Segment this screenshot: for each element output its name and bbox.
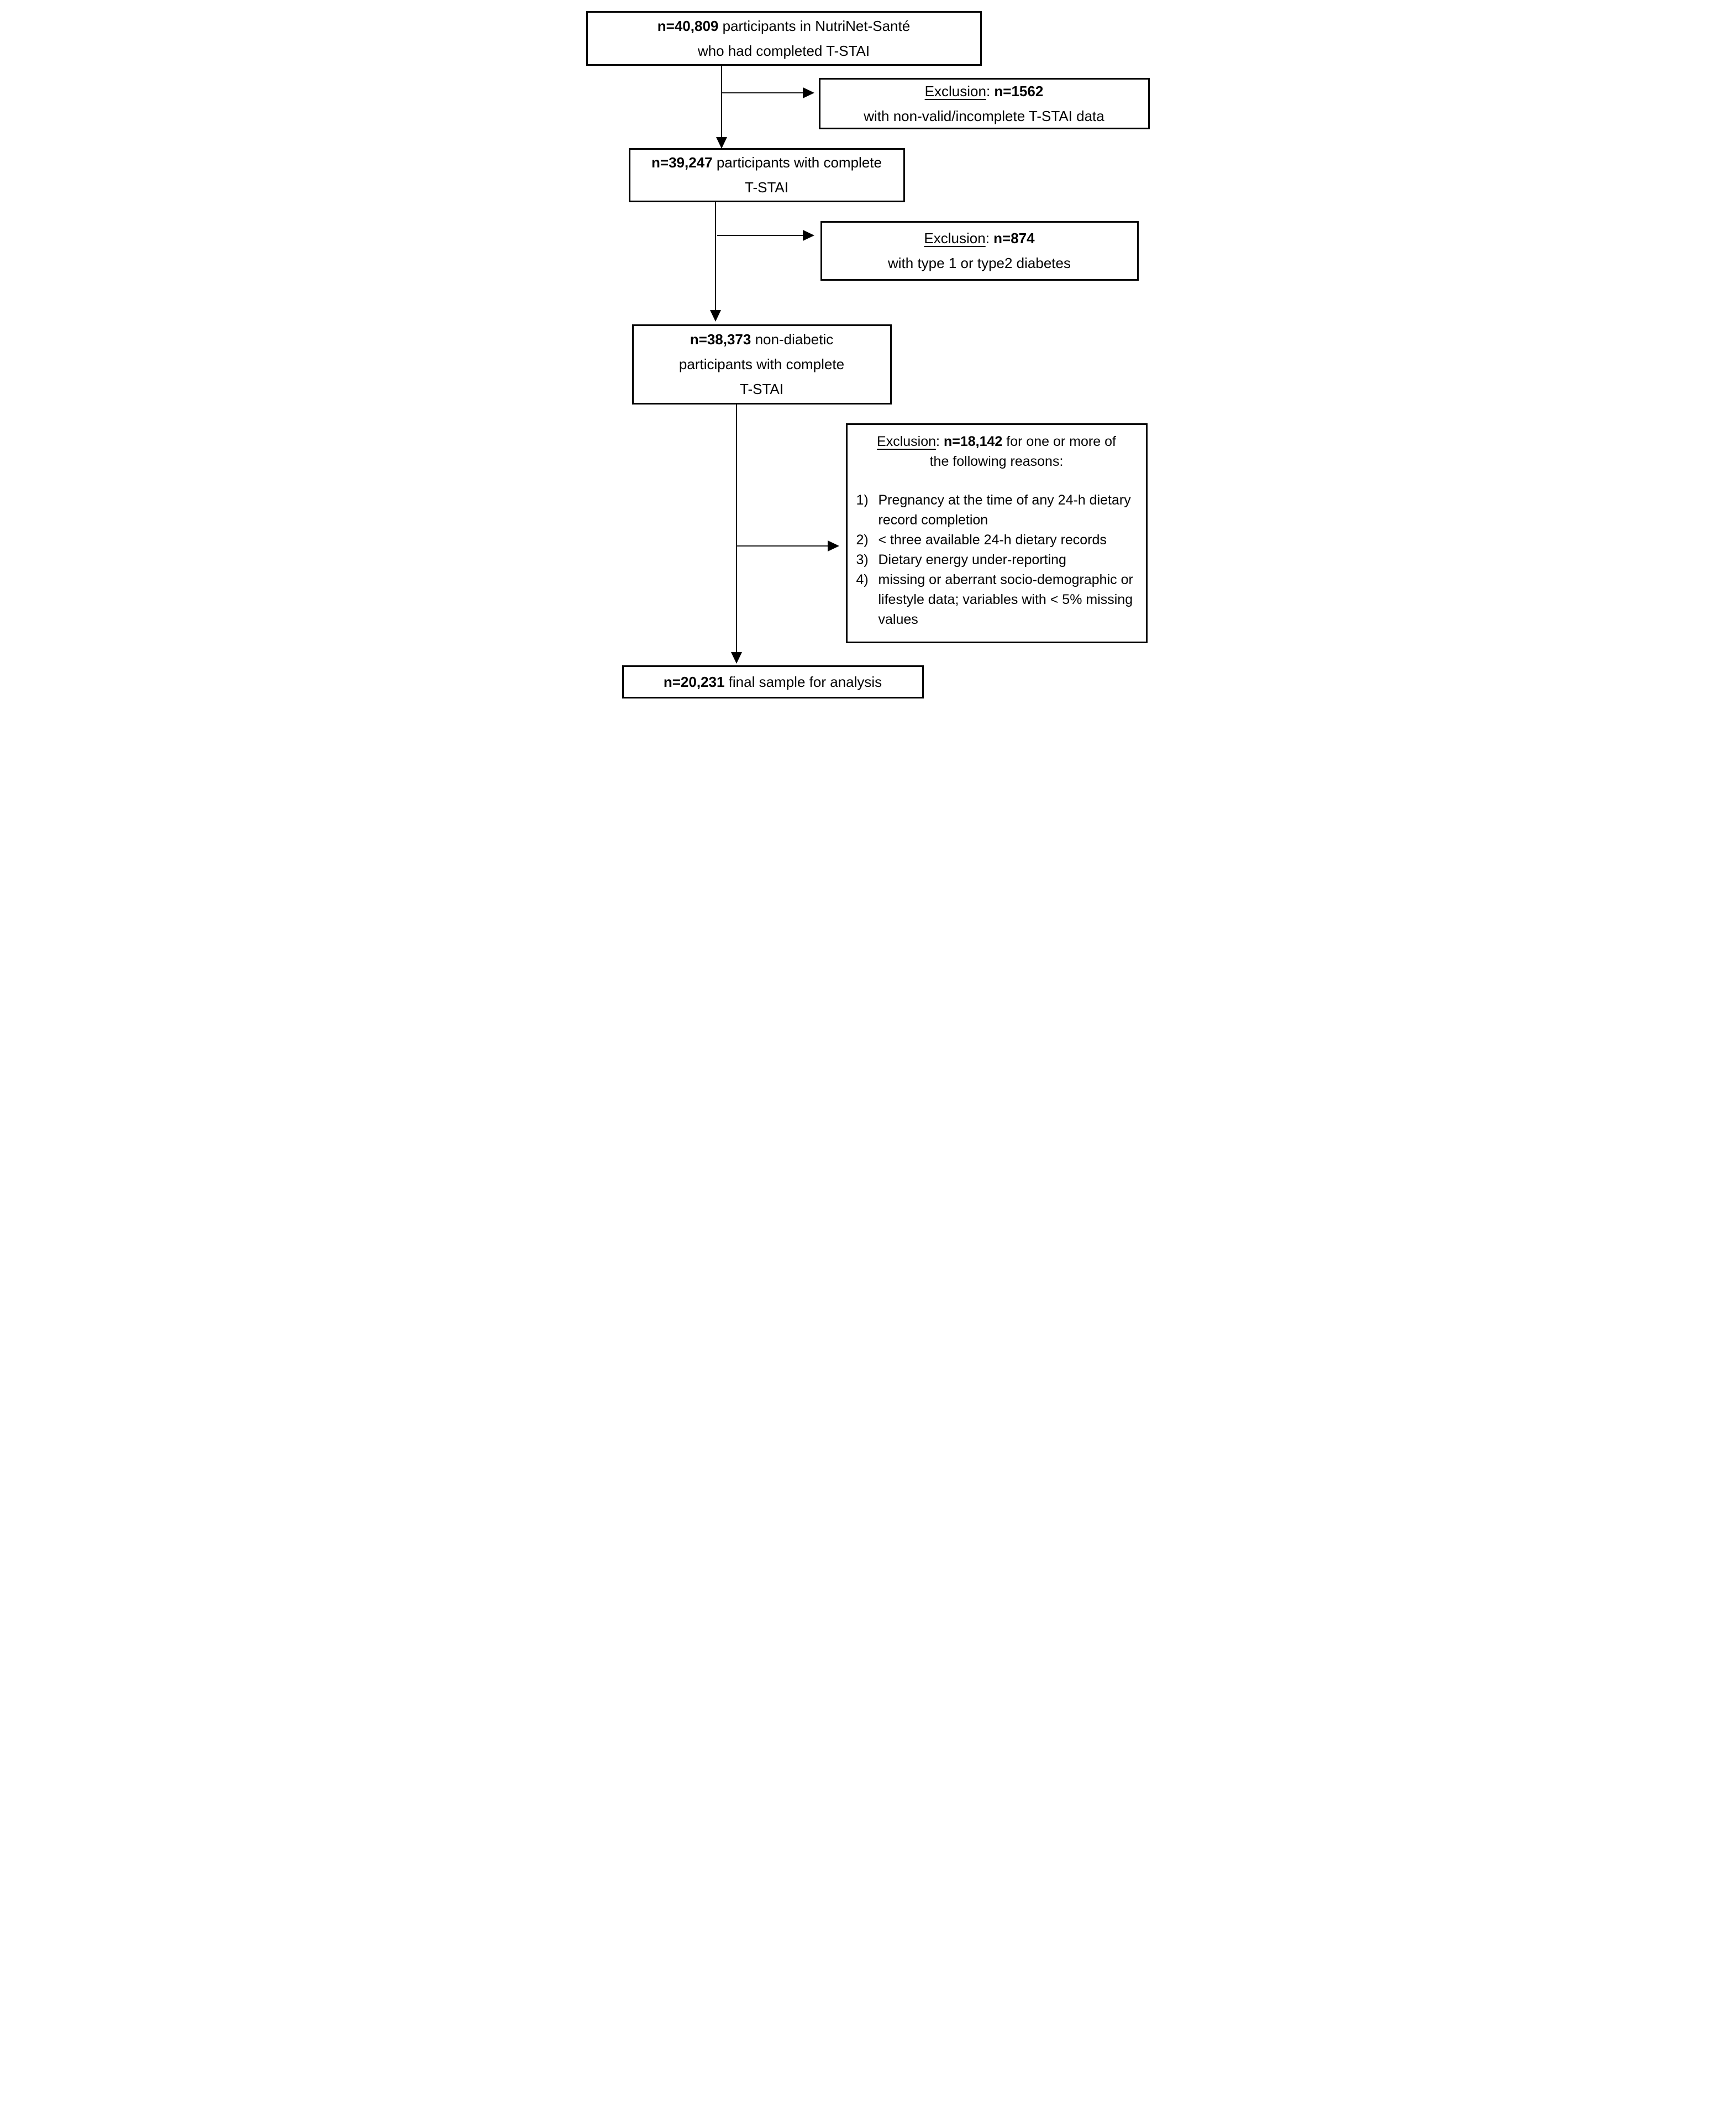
final-line-rest: final sample for analysis (724, 673, 882, 690)
reason-4-number: 4) (856, 572, 869, 587)
flow-box-final-sample: n=20,231 final sample for analysis (622, 665, 924, 698)
exclusion2-n-value: n=874 (993, 230, 1035, 247)
arrow-right-2-head (802, 230, 814, 241)
arrow-down-2-line (714, 202, 716, 311)
flow-box-complete-tstai: n=39,247 participants with complete T-ST… (628, 148, 905, 202)
box3-line1: n=38,373 non-diabetic (690, 327, 833, 352)
exclusion3-header-rest: for one or more of (1002, 434, 1116, 449)
reason-item-4: 4) missing or aberrant socio-demographic… (854, 570, 1139, 629)
flow-box-total-participants: n=40,809 participants in NutriNet-Santé … (586, 11, 982, 66)
exclusion3-header-line1: Exclusion: n=18,142 for one or more of (877, 432, 1116, 451)
exclusion1-sep: : (986, 82, 995, 99)
reason-4-text: missing or aberrant socio-demographic or… (878, 572, 1133, 627)
exclusion1-line2: with non-valid/incomplete T-STAI data (864, 107, 1104, 124)
reason-item-1: 1) Pregnancy at the time of any 24-h die… (854, 490, 1139, 530)
reason-3-number: 3) (856, 552, 869, 568)
exclusion2-line2: with type 1 or type2 diabetes (888, 255, 1071, 271)
box3-line3: T-STAI (740, 380, 783, 397)
exclusion2-label: Exclusion (924, 230, 986, 247)
arrow-down-1-line (720, 66, 722, 138)
arrow-right-3-head (827, 540, 839, 551)
exclusion1-label: Exclusion (924, 82, 986, 99)
box2-line1: n=39,247 participants with complete (651, 150, 882, 175)
reason-2-text: < three available 24-h dietary records (878, 532, 1107, 548)
box2-line1-rest: participants with complete (712, 154, 882, 171)
box3-line2: participants with complete (678, 356, 845, 373)
exclusion1-n-value: n=1562 (994, 82, 1044, 99)
final-box-line: n=20,231 final sample for analysis (664, 670, 882, 695)
box3-n-value: n=38,373 (690, 331, 751, 348)
box1-line2: who had completed T-STAI (697, 42, 870, 59)
arrow-down-1-head (716, 137, 727, 149)
arrow-right-3-line (736, 545, 828, 547)
arrow-right-1-head (802, 87, 814, 98)
box1-line1-rest: participants in NutriNet-Santé (718, 17, 911, 34)
exclusion-box-3: Exclusion: n=18,142 for one or more of t… (845, 423, 1148, 643)
reason-2-number: 2) (856, 532, 869, 548)
box1-n-value: n=40,809 (657, 17, 719, 34)
reason-item-3: 3) Dietary energy under-reporting (854, 550, 1139, 570)
box2-line2: T-STAI (745, 179, 788, 196)
arrow-down-2-head (709, 310, 721, 322)
box3-line1-rest: non-diabetic (751, 331, 834, 348)
exclusion3-n-value: n=18,142 (943, 434, 1003, 449)
arrow-down-3-head (730, 652, 742, 664)
box2-n-value: n=39,247 (651, 154, 713, 171)
exclusion-box-2: Exclusion: n=874 with type 1 or type2 di… (820, 221, 1139, 281)
arrow-right-1-line (721, 92, 803, 93)
exclusion2-line1: Exclusion: n=874 (924, 226, 1034, 251)
arrow-down-3-line (735, 405, 737, 652)
final-n-value: n=20,231 (663, 673, 725, 690)
exclusion3-header-line2: the following reasons: (929, 454, 1064, 469)
reason-3-text: Dietary energy under-reporting (878, 552, 1066, 568)
exclusion1-line1: Exclusion: n=1562 (925, 79, 1044, 104)
exclusion-box-1: Exclusion: n=1562 with non-valid/incompl… (818, 78, 1150, 129)
reason-item-2: 2) < three available 24-h dietary record… (854, 530, 1139, 550)
reason-1-number: 1) (856, 492, 869, 508)
participant-flow-diagram: n=40,809 participants in NutriNet-Santé … (578, 0, 1158, 706)
arrow-right-2-line (717, 235, 803, 236)
exclusion3-sep: : (936, 434, 944, 449)
exclusion3-reason-list: 1) Pregnancy at the time of any 24-h die… (854, 490, 1139, 629)
reason-1-text: Pregnancy at the time of any 24-h dietar… (878, 492, 1131, 528)
exclusion2-sep: : (985, 230, 994, 247)
exclusion3-label: Exclusion (877, 434, 937, 449)
flow-box-non-diabetic: n=38,373 non-diabetic participants with … (632, 324, 892, 405)
box1-line1: n=40,809 participants in NutriNet-Santé (657, 14, 910, 39)
